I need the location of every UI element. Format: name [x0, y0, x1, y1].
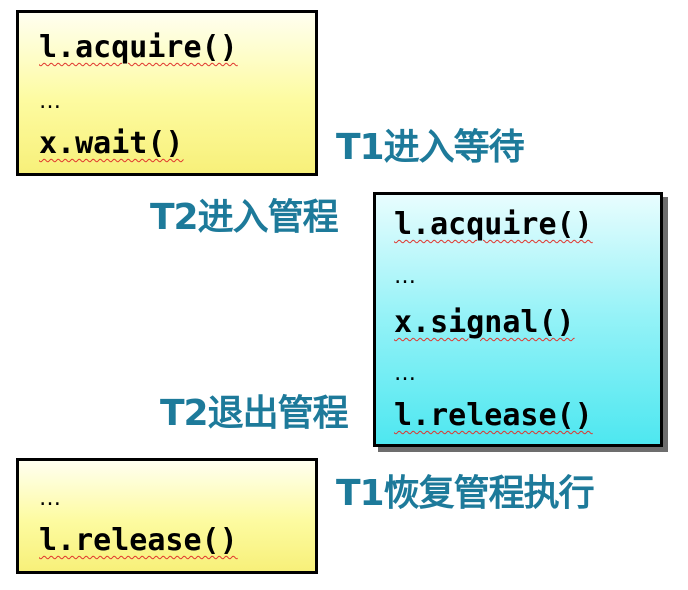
label-t1-resume: T1恢复管程执行 — [336, 473, 595, 514]
ellipsis: … — [39, 89, 61, 114]
code-line: x.signal() — [394, 305, 575, 341]
ellipsis: … — [394, 264, 416, 289]
label-t2-enter: T2进入管程 — [150, 197, 339, 238]
wait-call: x.wait() — [39, 126, 184, 161]
code-line: l.acquire() — [39, 30, 238, 66]
label-t2-exit: T2退出管程 — [160, 393, 349, 434]
t1-code-box-top: l.acquire() … x.wait() — [16, 10, 318, 176]
release-call: l.release() — [394, 398, 593, 433]
release-call: l.release() — [39, 523, 238, 558]
label-t1-wait: T1进入等待 — [336, 127, 525, 168]
acquire-call: l.acquire() — [39, 30, 238, 65]
acquire-call: l.acquire() — [394, 207, 593, 242]
t2-code-box: l.acquire() … x.signal() … l.release() — [373, 192, 663, 447]
ellipsis: … — [39, 486, 61, 511]
code-line: l.acquire() — [394, 207, 593, 243]
t1-code-box-bottom: … l.release() — [16, 458, 318, 574]
ellipsis: … — [394, 361, 416, 386]
code-line: x.wait() — [39, 126, 184, 162]
code-line: l.release() — [394, 398, 593, 434]
code-line: l.release() — [39, 523, 238, 559]
signal-call: x.signal() — [394, 305, 575, 340]
